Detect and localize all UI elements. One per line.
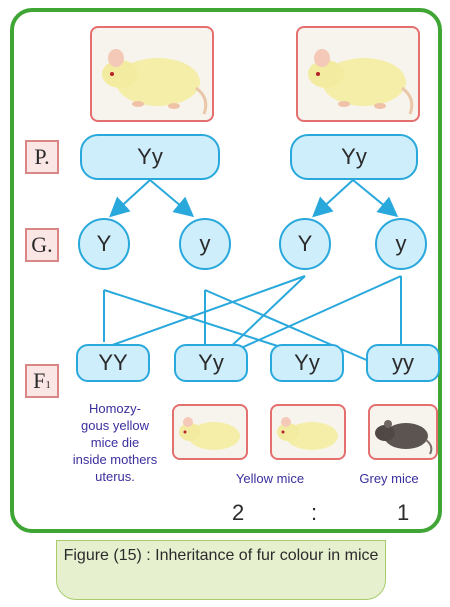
yellow-mouse-icon <box>102 49 208 115</box>
offspring-1-text: YY <box>98 350 128 375</box>
parent-mouse-left <box>90 26 214 122</box>
offspring-4: yy <box>366 344 440 382</box>
ratio-grey: 1 <box>397 500 410 525</box>
cross-line-6 <box>221 275 306 356</box>
parent-genotype-left-text: Yy <box>137 144 163 169</box>
label-parents-text: P. <box>34 144 50 169</box>
offspring-1: YY <box>76 344 150 382</box>
arrow-p-left-to-g1 <box>109 179 151 218</box>
cross-line-5 <box>103 275 306 349</box>
gamete-2: y <box>179 218 231 270</box>
figure-caption-text: Figure (15) : Inheritance of fur colour … <box>63 547 379 564</box>
arrow-p-right-to-g3 <box>312 179 354 218</box>
gamete-1: Y <box>78 218 130 270</box>
gamete-3-text: Y <box>297 231 313 256</box>
parent-mouse-right <box>296 26 420 122</box>
label-gametes: G. <box>25 228 59 262</box>
offspring-2: Yy <box>174 344 248 382</box>
figure-caption: Figure (15) : Inheritance of fur colour … <box>56 540 386 600</box>
note-yellow-mice: Yellow mice <box>235 471 305 486</box>
label-f1-text: F <box>33 368 46 393</box>
yellow-mouse-icon <box>308 49 414 115</box>
yellow-mouse-icon <box>179 417 240 450</box>
offspring-3: Yy <box>270 344 344 382</box>
offspring-mouse-grey <box>368 404 438 460</box>
gamete-4: y <box>375 218 427 270</box>
label-parents: P. <box>25 140 59 174</box>
ratio-separator: : <box>311 500 318 525</box>
gamete-3: Y <box>279 218 331 270</box>
parent-genotype-left: Yy <box>80 134 220 180</box>
offspring-2-text: Yy <box>198 350 224 375</box>
cross-line-2 <box>103 289 291 351</box>
arrow-p-right-to-g4 <box>352 179 399 218</box>
ratio-yellow: 2 <box>232 500 245 525</box>
parent-genotype-right-text: Yy <box>341 144 367 169</box>
arrow-p-left-to-g2 <box>149 179 195 218</box>
yellow-mouse-icon <box>277 417 338 450</box>
gamete-4-text: y <box>395 231 407 256</box>
grey-mouse-icon <box>375 420 433 455</box>
offspring-3-text: Yy <box>294 350 320 375</box>
offspring-4-text: yy <box>392 350 414 375</box>
label-f1-subscript: 1 <box>45 379 51 391</box>
note-homozygous: Homozy- gous yellow mice die inside moth… <box>72 401 158 484</box>
parent-genotype-right: Yy <box>290 134 418 180</box>
gamete-1-text: Y <box>96 231 112 256</box>
offspring-mouse-yellow-1 <box>172 404 248 460</box>
offspring-mouse-yellow-2 <box>270 404 346 460</box>
gamete-2-text: y <box>199 231 211 256</box>
label-gametes-text: G. <box>31 232 53 257</box>
note-grey-mice: Grey mice <box>359 471 419 486</box>
